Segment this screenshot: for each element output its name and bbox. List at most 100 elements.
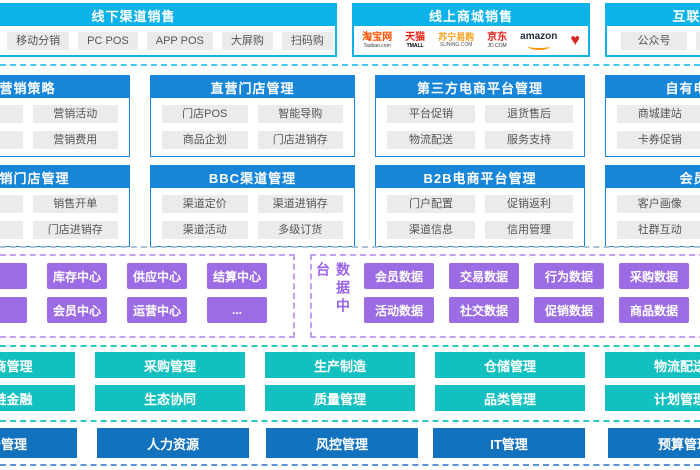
supply-box: 生产制造 [265,352,415,378]
supply-box: 计划管理 [605,385,700,411]
item-chip: 卡券促销 [617,131,700,149]
dashed-divider [0,345,700,347]
channel-chip: 扫码购 [281,31,333,50]
center-box: 库存中心 [47,263,107,289]
backoffice-box: 预算管理 [608,428,700,458]
channel-chip: 大屏购 [221,31,273,50]
center-box: 结算中心 [207,263,267,289]
supply-box: 物流配送 [605,352,700,378]
item-chip: 渠道进销存 [257,195,343,213]
item-chip: 促销返利 [485,195,573,213]
amazon-smile-icon [527,43,550,50]
item-chip: 社群互动 [617,221,700,239]
item-chip: 物流配送 [387,131,475,149]
center-box: 运营中心 [127,297,187,323]
item-chip: 营销费用 [32,131,118,149]
backoffice-box: IT管理 [433,428,585,458]
item-chip: 多级订货 [257,221,343,239]
dashed-divider [0,420,700,422]
supply-box: 品类管理 [435,385,585,411]
clipped-chip [0,195,23,213]
item-chip: 销售开单 [32,195,118,213]
section-title: 线上商城销售 [354,5,588,26]
supply-box: 供应商管理 [0,352,75,378]
item-chip: 营销活动 [32,105,118,123]
item-chip: 商城建站 [617,105,700,123]
box-third-party-ecommerce-platform: 第三方电商平台管理 平台促销 退货售后 物流配送 服务支持 [375,75,585,157]
box-bbc-channel-management: BBC渠道管理 渠道定价 渠道进销存 渠道活动 多级订货 [150,165,355,247]
amazon-logo: amazon [520,31,557,50]
channel-chip: APP POS [146,31,213,50]
box-member-management: 会员管理 客户画像 社群互动 [605,165,700,247]
box-title: 自有电商管理 [606,76,700,98]
supply-box: 供应链金融 [0,385,75,411]
backoffice-box: 人力资源 [97,428,249,458]
clipped-center-box [0,297,27,323]
box-title: 会员管理 [606,166,700,188]
box-distribution-store-management: 分销门店管理 销售开单 门店进销存 [0,165,130,247]
clipped-chip [0,105,23,123]
clipped-center-box [0,263,27,289]
section-title: 互联网销售 [607,5,700,26]
center-box: ... [207,297,267,323]
data-box: 商品数据 [619,297,689,323]
section-internet-sales: 互联网销售 公众号 [605,3,700,57]
box-direct-store-management: 直营门店管理 门店POS 智能导购 商品企划 门店进销存 [150,75,355,157]
data-box: 交易数据 [449,263,519,289]
item-chip: 商品企划 [162,131,248,149]
box-title: 第三方电商平台管理 [376,76,584,98]
backoffice-box: 风控管理 [266,428,418,458]
section-title: 线下渠道销售 [0,5,335,26]
item-chip: 平台促销 [387,105,475,123]
channel-chip: PC POS [78,31,138,50]
box-title: BBC渠道管理 [151,166,354,188]
section-offline-channel-sales: 线下渠道销售 移动分销 PC POS APP POS 大屏购 扫码购 [0,3,337,57]
dashed-divider [0,246,700,248]
channel-chip: 公众号 [621,31,687,50]
data-box: 采购数据 [619,263,689,289]
supply-box: 仓储管理 [435,352,585,378]
clipped-chip [0,221,23,239]
item-chip: 门店进销存 [32,221,118,239]
item-chip: 智能导购 [257,105,343,123]
item-chip: 门店POS [162,105,248,123]
dashed-divider [0,64,700,66]
item-chip: 渠道定价 [162,195,248,213]
center-box: 会员中心 [47,297,107,323]
box-b2b-ecommerce-platform: B2B电商平台管理 门户配置 促销返利 渠道信息 信用管理 [375,165,585,247]
clipped-chip [0,131,23,149]
box-marketing-strategy: 营销策略 营销活动 营销费用 [0,75,130,157]
dashed-divider [0,464,700,466]
box-title: B2B电商平台管理 [376,166,584,188]
data-middle-platform: 数据中台 会员数据 交易数据 行为数据 采购数据 活动数据 社交数据 促销数据 … [310,254,700,338]
clipped-chip [696,31,700,50]
data-box: 会员数据 [364,263,434,289]
box-title: 分销门店管理 [0,166,129,188]
channel-chip: 移动分销 [7,31,70,50]
item-chip: 客户画像 [617,195,700,213]
data-box: 活动数据 [364,297,434,323]
business-middle-platform: 库存中心 供应中心 结算中心 会员中心 运营中心 ... [0,254,295,338]
item-chip: 渠道信息 [387,221,475,239]
item-chip: 渠道活动 [162,221,248,239]
item-chip: 门户配置 [387,195,475,213]
data-box: 促销数据 [534,297,604,323]
data-box: 社交数据 [449,297,519,323]
item-chip: 信用管理 [485,221,573,239]
supply-box: 质量管理 [265,385,415,411]
supply-box: 生态协同 [95,385,245,411]
box-own-ecommerce-management: 自有电商管理 商城建站 卡券促销 [605,75,700,157]
box-title: 直营门店管理 [151,76,354,98]
item-chip: 退货售后 [485,105,573,123]
item-chip: 服务支持 [485,131,573,149]
center-box: 供应中心 [127,263,187,289]
box-title: 营销策略 [0,76,129,98]
backoffice-box: 财务管理 [0,428,77,458]
item-chip: 门店进销存 [257,131,343,149]
